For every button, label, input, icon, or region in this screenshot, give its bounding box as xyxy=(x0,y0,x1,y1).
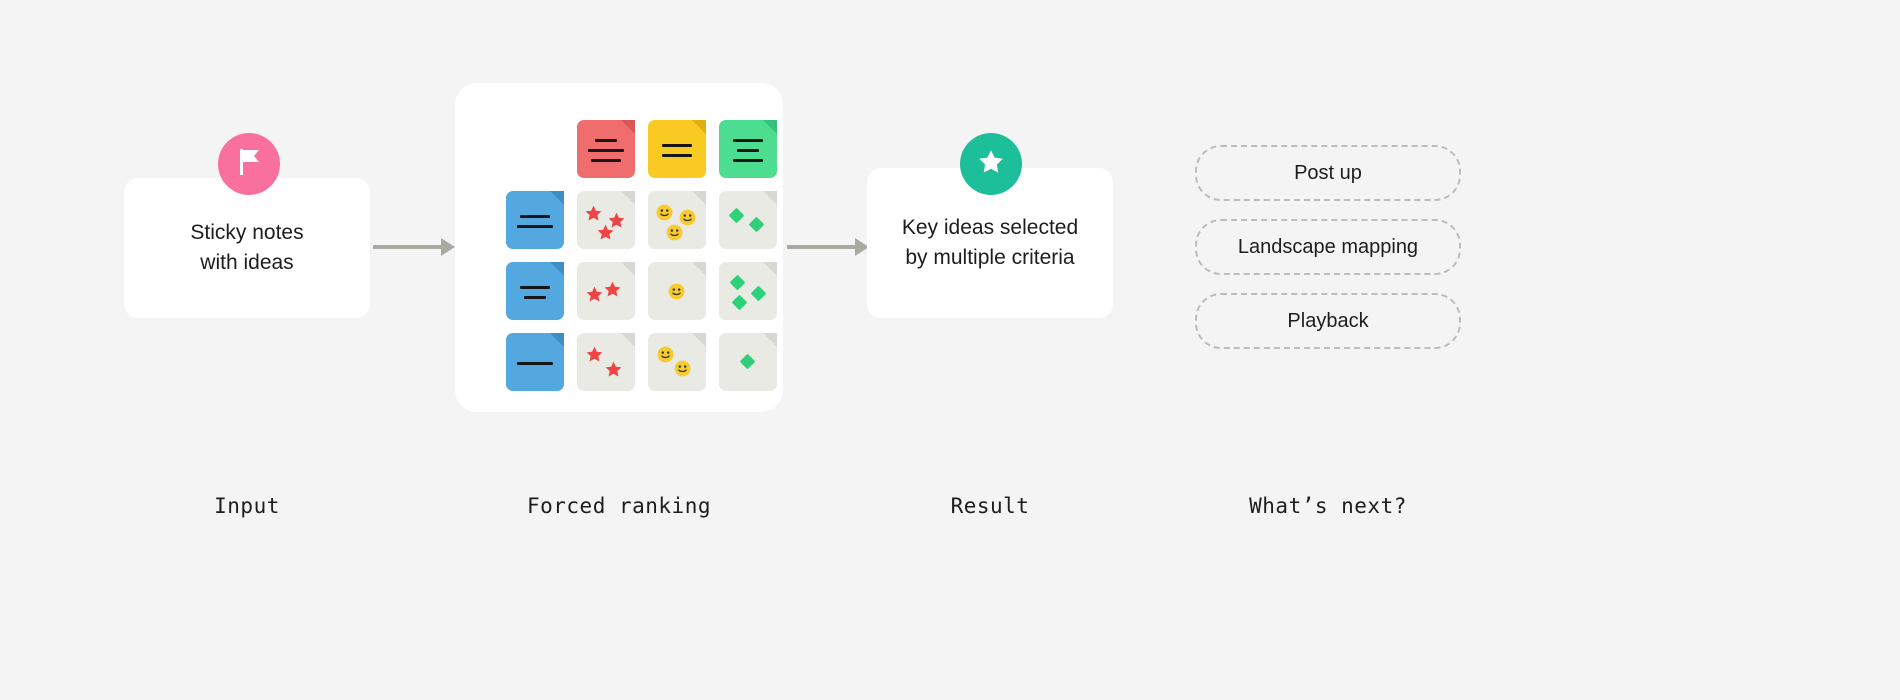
page-fold-icon xyxy=(621,120,635,134)
arrow-shaft xyxy=(787,245,856,249)
page-fold-icon xyxy=(550,262,564,276)
doc-lines xyxy=(648,120,706,178)
score-tile-diamonds-3 xyxy=(719,333,777,391)
criteria-doc-yellow xyxy=(648,120,706,178)
star-icon xyxy=(584,204,603,223)
score-tile-smileys-2 xyxy=(648,262,706,320)
page-fold-icon xyxy=(763,191,777,205)
doc-lines xyxy=(506,333,564,391)
idea-doc-3 xyxy=(506,333,564,391)
star-icon xyxy=(604,360,623,379)
score-tile-diamonds-1 xyxy=(719,191,777,249)
score-tile-smileys-3 xyxy=(648,333,706,391)
input-card-text: Sticky notes with ideas xyxy=(190,220,304,274)
star-icon xyxy=(603,280,622,299)
arrow-head xyxy=(855,238,869,256)
smiley-icon xyxy=(673,359,692,378)
forced-ranking-grid xyxy=(506,120,777,391)
next-step-pill-landscape-mapping[interactable]: Landscape mapping xyxy=(1195,219,1461,275)
page-fold-icon xyxy=(763,262,777,276)
diamond-icon xyxy=(730,293,749,312)
pill-label: Playback xyxy=(1287,309,1369,332)
diamond-marks xyxy=(719,262,777,320)
result-card-text: Key ideas selected by multiple criteria xyxy=(901,215,1079,269)
next-step-pill-post-up[interactable]: Post up xyxy=(1195,145,1461,201)
page-fold-icon xyxy=(763,333,777,347)
page-fold-icon xyxy=(692,191,706,205)
star-marks xyxy=(577,333,635,391)
page-fold-icon xyxy=(692,120,706,134)
diamond-icon xyxy=(749,284,768,303)
page-fold-icon xyxy=(692,262,706,276)
page-fold-icon xyxy=(550,333,564,347)
star-icon xyxy=(585,285,604,304)
diamond-icon xyxy=(728,273,747,292)
input-card: Sticky notes with ideas xyxy=(124,178,370,318)
smiley-icon xyxy=(665,223,684,242)
caption-whats-next: What’s next? xyxy=(1249,494,1407,518)
page-fold-icon xyxy=(621,191,635,205)
pill-label: Landscape mapping xyxy=(1237,235,1419,258)
caption-input: Input xyxy=(214,494,280,518)
star-marks xyxy=(577,191,635,249)
page-fold-icon xyxy=(621,333,635,347)
smiley-icon xyxy=(655,203,674,222)
criteria-doc-green xyxy=(719,120,777,178)
arrow-head xyxy=(441,238,455,256)
score-tile-stars-3 xyxy=(577,333,635,391)
smiley-marks xyxy=(648,262,706,320)
page-fold-icon xyxy=(621,262,635,276)
arrow-shaft xyxy=(373,245,442,249)
caption-forced-ranking: Forced ranking xyxy=(526,494,711,518)
smiley-icon xyxy=(678,208,697,227)
diamond-icon xyxy=(727,206,746,225)
score-tile-stars-1 xyxy=(577,191,635,249)
star-icon xyxy=(596,223,615,242)
page-fold-icon xyxy=(763,120,777,134)
doc-lines xyxy=(506,262,564,320)
arrow-input-to-ranking xyxy=(373,238,455,256)
diamond-marks xyxy=(719,191,777,249)
diamond-marks xyxy=(719,333,777,391)
page-fold-icon xyxy=(550,191,564,205)
idea-doc-2 xyxy=(506,262,564,320)
smiley-icon xyxy=(667,282,686,301)
doc-lines xyxy=(719,120,777,178)
star-icon xyxy=(976,147,1006,182)
idea-doc-1 xyxy=(506,191,564,249)
smiley-marks xyxy=(648,333,706,391)
diamond-icon xyxy=(738,352,757,371)
smiley-marks xyxy=(648,191,706,249)
doc-lines xyxy=(577,120,635,178)
page-fold-icon xyxy=(692,333,706,347)
star-icon xyxy=(607,211,626,230)
star-marks xyxy=(577,262,635,320)
grid-spacer xyxy=(506,120,564,178)
doc-lines xyxy=(506,191,564,249)
arrow-ranking-to-result xyxy=(787,238,869,256)
flag-badge xyxy=(218,133,280,195)
next-step-pill-playback[interactable]: Playback xyxy=(1195,293,1461,349)
star-icon xyxy=(585,345,604,364)
smiley-icon xyxy=(656,345,675,364)
criteria-doc-red xyxy=(577,120,635,178)
score-tile-diamonds-2 xyxy=(719,262,777,320)
flag-icon xyxy=(235,147,263,182)
pill-label: Post up xyxy=(1294,161,1362,184)
score-tile-stars-2 xyxy=(577,262,635,320)
diamond-icon xyxy=(747,215,766,234)
star-badge xyxy=(960,133,1022,195)
score-tile-smileys-1 xyxy=(648,191,706,249)
caption-result: Result xyxy=(950,494,1030,518)
